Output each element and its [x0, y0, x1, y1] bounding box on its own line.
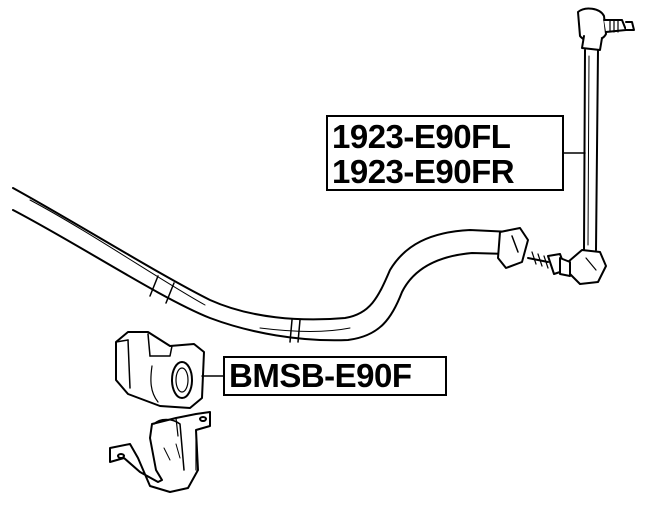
- stabilizer-link-part-number-label: 1923-E90FL 1923-E90FR: [326, 115, 564, 191]
- part-number-front-right: 1923-E90FR: [332, 153, 515, 190]
- stabilizer-bar: [12, 187, 529, 343]
- bushing-bracket: [109, 411, 211, 493]
- stabilizer-link: [559, 7, 635, 285]
- part-number-front-left: 1923-E90FL: [332, 118, 511, 155]
- stabilizer-bushing-part-number-label: BMSB-E90F: [223, 356, 447, 396]
- stabilizer-bushing: [115, 331, 205, 409]
